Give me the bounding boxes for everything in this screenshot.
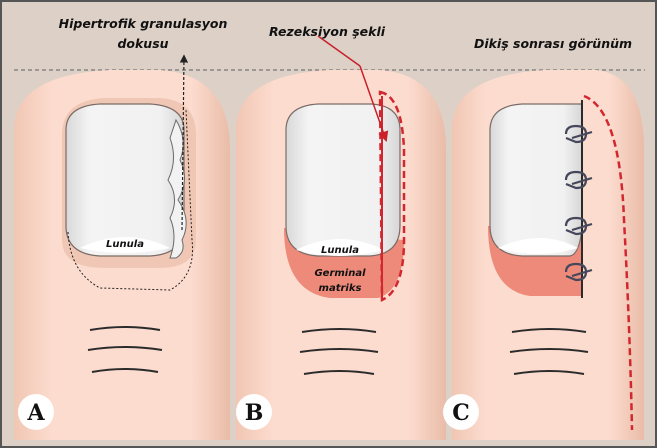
- label-germinal-1: Germinal: [314, 268, 366, 279]
- label-hypertrophic-2: dokusu: [117, 36, 168, 51]
- label-germinal-2: matriks: [319, 283, 362, 294]
- badge-b-letter: B: [245, 400, 264, 426]
- badge-b: B: [236, 394, 272, 430]
- label-lunula-b: Lunula: [321, 245, 359, 256]
- nail-plate-a: [66, 104, 184, 256]
- badge-c-letter: C: [452, 400, 470, 426]
- label-post-suture: Dikiş sonrası görünüm: [474, 36, 632, 51]
- label-resection: Rezeksiyon şekli: [269, 24, 386, 39]
- badge-a-letter: A: [26, 400, 45, 426]
- panel-b: [236, 36, 446, 440]
- label-lunula-a: Lunula: [106, 239, 144, 250]
- label-hypertrophic: Hipertrofik granulasyon: [59, 16, 228, 31]
- badge-a: A: [18, 394, 54, 430]
- panel-c: [452, 70, 644, 440]
- badge-c: C: [443, 394, 479, 430]
